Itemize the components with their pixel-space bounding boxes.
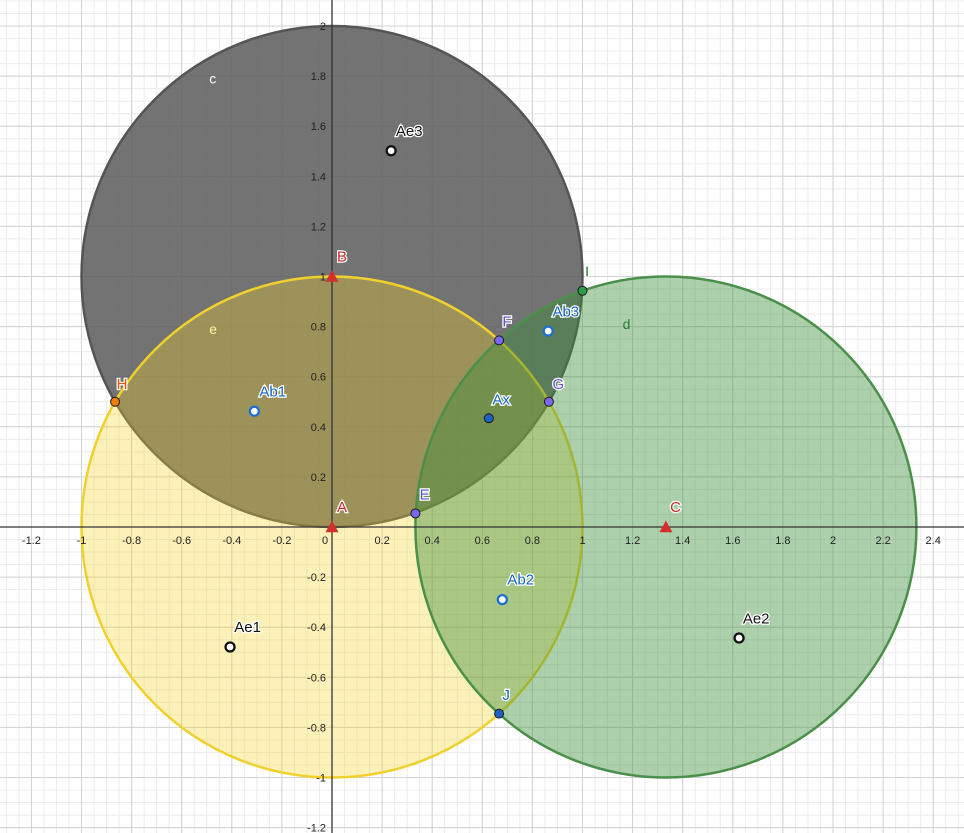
x-tick-label: 1.8 [775, 535, 790, 547]
point-i[interactable] [577, 285, 588, 296]
y-tick-label: 0.6 [311, 372, 326, 384]
point-f[interactable] [494, 335, 505, 346]
point-label-f: F [502, 314, 511, 331]
y-tick-label: 1.4 [311, 171, 326, 183]
point-b[interactable] [325, 270, 339, 282]
x-tick-label: 0 [322, 535, 328, 547]
point-label-ab1: Ab1 [259, 384, 286, 401]
y-tick-label: -0.8 [307, 722, 326, 734]
point-ae3[interactable] [385, 145, 397, 157]
point-label-ab3: Ab3 [552, 304, 579, 321]
point-h[interactable] [110, 396, 121, 407]
y-tick-label: 2 [320, 21, 326, 33]
x-tick-label: -0.2 [272, 535, 291, 547]
x-tick-label: -1.2 [22, 535, 41, 547]
y-tick-label: 1.8 [311, 71, 326, 83]
point-label-ae1: Ae1 [234, 619, 261, 636]
point-c[interactable] [659, 520, 673, 533]
circle-labels: c e d [209, 71, 630, 338]
x-tick-label: -0.4 [222, 535, 241, 547]
x-tick-label: -0.8 [122, 535, 141, 547]
x-tick-label: 1.2 [625, 535, 640, 547]
point-a[interactable] [325, 520, 339, 533]
x-tick-label: 1.4 [675, 535, 690, 547]
y-tick-label: 1 [320, 272, 326, 284]
x-tick-label: 0.2 [374, 535, 389, 547]
point-ab2[interactable] [496, 593, 508, 606]
point-j[interactable] [494, 708, 505, 719]
y-tick-label: -1.2 [307, 823, 326, 833]
point-ab1[interactable] [248, 405, 260, 417]
point-label-a: A [337, 499, 347, 516]
y-tick-label: 0.4 [311, 422, 326, 434]
circle-label-c: c [209, 71, 216, 87]
point-e[interactable] [410, 508, 421, 519]
point-label-i: I [585, 264, 589, 281]
point-label-c: C [670, 499, 681, 516]
y-tick-label: 1.6 [311, 121, 326, 133]
point-label-b: B [337, 248, 347, 265]
y-tick-label: -0.4 [307, 622, 326, 634]
y-tick-label: -1 [316, 773, 326, 785]
x-tick-label: 2.2 [875, 535, 890, 547]
point-label-ae3: Ae3 [396, 123, 423, 140]
point-g[interactable] [543, 396, 554, 407]
circle-label-e: e [209, 321, 217, 337]
point-ax[interactable] [483, 413, 494, 424]
x-tick-label: 2 [830, 535, 836, 547]
y-tick-label: 0.8 [311, 322, 326, 334]
x-tick-label: -1 [77, 535, 87, 547]
point-label-ab2: Ab2 [507, 572, 534, 589]
y-tick-label: 0.2 [311, 472, 326, 484]
x-tick-label: 2.4 [926, 535, 941, 547]
y-tick-label: -0.6 [307, 672, 326, 684]
x-tick-label: 0.8 [525, 535, 540, 547]
circle-label-d: d [623, 316, 631, 332]
x-tick-label: 0.6 [475, 535, 490, 547]
x-tick-label: -0.6 [172, 535, 191, 547]
x-tick-label: 1.6 [725, 535, 740, 547]
point-label-e: E [420, 486, 430, 503]
tick-labels: -1.2 -1 -0.8 -0.6 -0.4 -0.2 0 0.2 0.4 0.6 0.8 1 1.2 1… [22, 21, 941, 833]
point-ab3[interactable] [542, 325, 554, 337]
point-label-ae2: Ae2 [743, 610, 770, 627]
y-tick-label: -0.2 [307, 572, 326, 584]
point-ae1[interactable] [224, 641, 236, 653]
x-tick-label: 0.4 [425, 535, 440, 547]
x-tick-label: 1 [579, 535, 585, 547]
point-label-j: J [502, 687, 510, 704]
y-tick-label: 1.2 [311, 221, 326, 233]
point-label-ax: Ax [492, 391, 510, 408]
point-label-h: H [117, 376, 128, 393]
point-ae2[interactable] [733, 632, 745, 644]
point-label-g: G [552, 376, 564, 393]
